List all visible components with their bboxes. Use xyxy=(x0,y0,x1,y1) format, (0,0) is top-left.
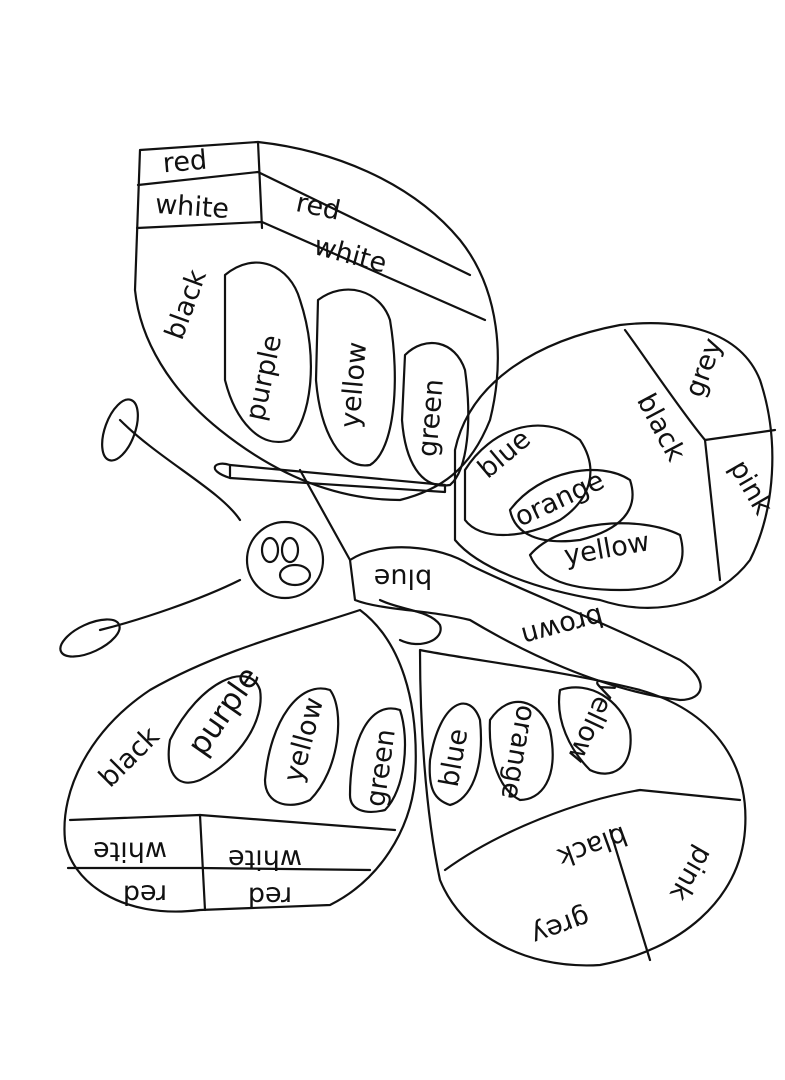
label-lower-right-pink: pink xyxy=(663,841,719,907)
label-lower-right-blue: blue xyxy=(434,726,475,789)
label-lower-left-purple: purple xyxy=(181,660,268,762)
character-head xyxy=(59,398,447,658)
label-lower-right-yellow: yellow xyxy=(561,677,626,768)
label-upper-left-red-1: red xyxy=(162,145,209,180)
lower-right-wing xyxy=(418,648,747,967)
label-lower-left-white-2: white xyxy=(228,844,302,875)
label-upper-left-purple: purple xyxy=(240,332,288,423)
label-upper-left-green: green xyxy=(412,378,450,458)
label-upper-right-black: black xyxy=(630,389,691,467)
paintbrush-icon xyxy=(228,463,447,494)
label-lower-left-red-2: red xyxy=(248,881,292,912)
label-upper-left-white-2: white xyxy=(311,230,390,279)
label-upper-left-yellow: yellow xyxy=(335,341,373,430)
label-upper-left-black: black xyxy=(159,265,213,343)
upper-right-wing xyxy=(453,322,777,609)
label-lower-left-white-1: white xyxy=(93,836,167,867)
label-lower-right-orange: orange xyxy=(494,703,541,802)
label-upper-right-yellow: yellow xyxy=(562,526,652,571)
label-upper-right-grey: grey xyxy=(679,334,729,401)
butterfly-body xyxy=(298,468,702,702)
label-upper-left-white-1: white xyxy=(154,189,230,225)
label-upper-right-blue: blue xyxy=(472,424,537,485)
label-upper-left-red-2: red xyxy=(293,187,343,227)
lower-left-wing xyxy=(63,608,417,913)
label-lower-left-yellow: yellow xyxy=(278,694,330,785)
label-lower-left-red-1: red xyxy=(123,879,167,910)
label-lower-right-grey: grey xyxy=(527,901,594,951)
label-body-blue: blue xyxy=(374,563,432,594)
label-upper-right-brown: brown xyxy=(518,600,607,652)
upper-left-wing xyxy=(133,140,499,502)
